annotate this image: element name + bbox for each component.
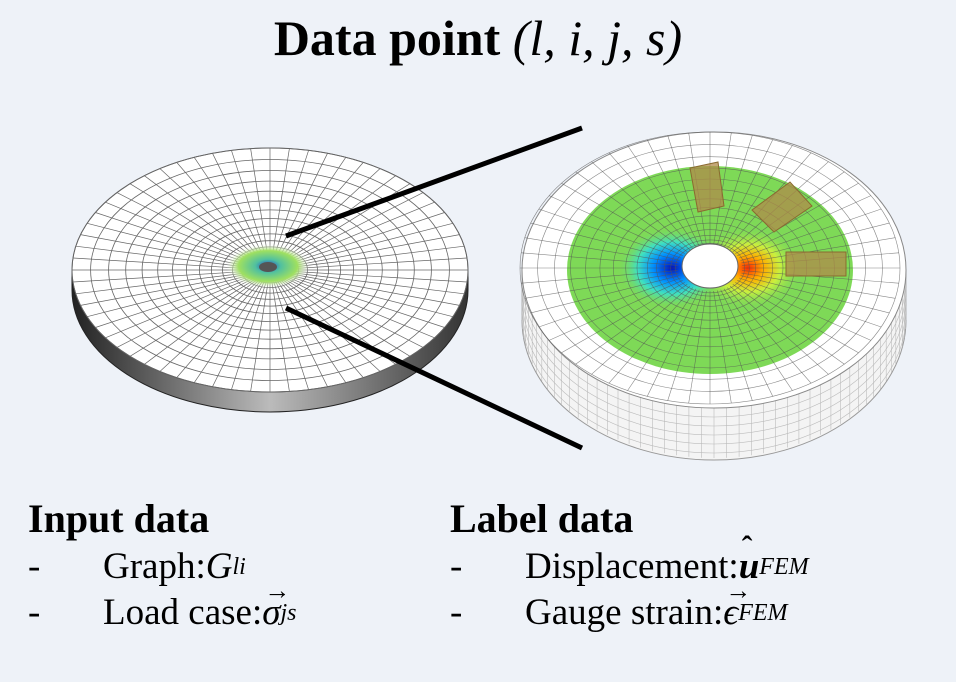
displacement-subscript: FEM	[759, 554, 809, 580]
zoomed-mesh-disk-with-displacement-field	[519, 131, 907, 461]
item-label: Graph:	[103, 546, 206, 587]
item-label: Gauge strain:	[525, 592, 724, 633]
coarse-mesh-disk	[71, 147, 469, 413]
zoom-line-top	[285, 125, 583, 239]
stress-symbol: σ	[262, 568, 290, 636]
strain-gauge-2	[751, 181, 813, 233]
graph-symbol: G	[205, 546, 233, 587]
item-label: Displacement:	[525, 546, 739, 587]
bullet-dash: -	[450, 546, 463, 587]
title-text: Data point	[273, 10, 501, 66]
diagram-title: Data point (l, i, j, s)	[0, 6, 956, 70]
bullet-dash: -	[28, 592, 41, 633]
title-math: (l, i, j, s)	[512, 10, 683, 66]
bullet-dash: -	[450, 592, 463, 633]
center-hole	[681, 243, 739, 289]
input-data-section: Input data - Graph: Gli - Load case: σjs	[28, 494, 297, 636]
bullet-dash: -	[28, 546, 41, 587]
input-item-load-case: - Load case: σjs	[28, 568, 297, 636]
graph-subscript: li	[232, 554, 246, 580]
strain-gauge-patches	[689, 161, 847, 277]
strain-gauge-3	[785, 251, 847, 277]
zoom-line-bottom	[284, 305, 584, 451]
input-data-heading: Input data	[28, 496, 210, 541]
strain-symbol: ϵ	[723, 568, 751, 636]
item-label: Load case:	[103, 592, 263, 633]
strain-gauge-1	[689, 161, 725, 213]
label-data-heading: Label data	[450, 496, 634, 541]
